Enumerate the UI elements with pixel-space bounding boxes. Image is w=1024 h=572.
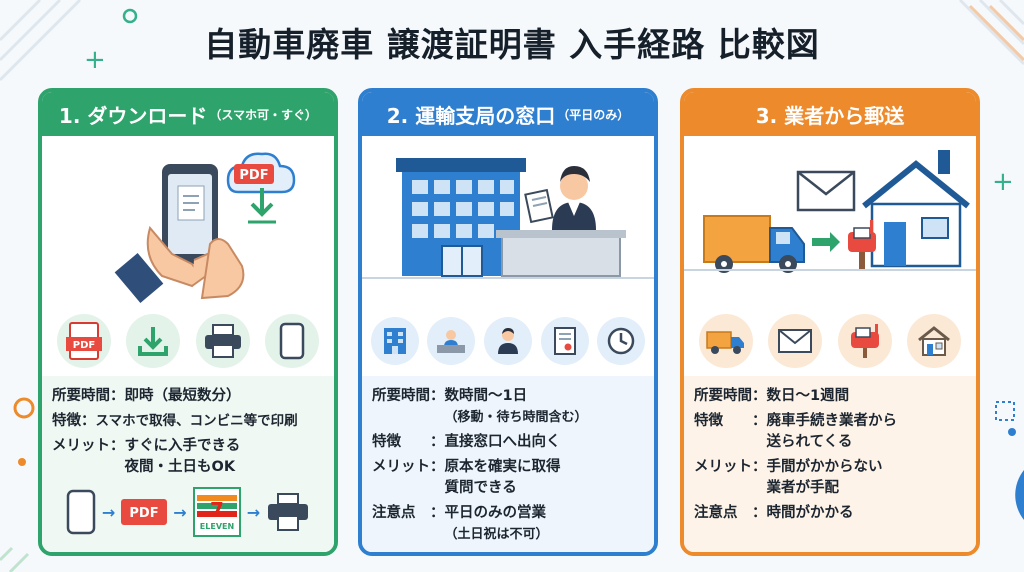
svg-text:+: + (84, 45, 106, 75)
card-header: 1. ダウンロード （スマホ可・すぐ） (42, 92, 334, 136)
info-value: 直接窓口へ出向く (444, 434, 561, 450)
info-value: 夜間・土日もOK (124, 459, 236, 475)
info-key: 注意点 ： (372, 505, 445, 521)
printer-icon (195, 314, 250, 368)
building-icon (370, 317, 419, 365)
info-value: （土日祝は不可） (444, 527, 549, 542)
house-icon (906, 314, 961, 368)
card-title: 1. ダウンロード (58, 103, 208, 128)
info-panel: 所要時間： 数日〜1週間 特徴 ： 廃車手続き業者から 送られてくる メリット：… (684, 376, 976, 552)
card-download: 1. ダウンロード （スマホ可・すぐ） PDF PDF (38, 88, 338, 556)
info-value: 数時間〜1日 (444, 388, 528, 404)
arrow-icon: → (173, 502, 187, 522)
pdf-icon: PDF (121, 499, 168, 525)
info-value: 手間がかからない (766, 459, 883, 475)
card-mail-delivery: 3. 業者から郵送 (680, 88, 980, 556)
reception-icon (427, 317, 476, 365)
truck-icon (699, 314, 754, 368)
info-key: メリット： (694, 459, 767, 475)
info-key: 所要時間： (694, 388, 767, 404)
info-value: スマホで取得、コンビニ等で印刷 (95, 413, 298, 429)
info-key: メリット： (52, 438, 125, 454)
info-value: 数日〜1週間 (766, 388, 850, 404)
pdf-icon-label: PDF (73, 340, 95, 351)
info-row-time: 所要時間： 即時（最短数分） (52, 386, 324, 407)
icon-row (362, 310, 654, 372)
staff-icon (483, 317, 532, 365)
info-value: 業者が手配 (766, 480, 840, 496)
info-value: 送られてくる (766, 434, 853, 450)
office-counter-illustration (362, 158, 654, 279)
clock-icon (597, 317, 646, 365)
phone-icon (66, 489, 96, 535)
card-subtitle: （平日のみ） (557, 107, 630, 122)
svg-text:+: + (992, 167, 1014, 197)
card-transport-office: 2. 運輸支局の窓口 （平日のみ） (358, 88, 658, 556)
info-key: 特徴 ： (694, 413, 767, 429)
info-row-feature: 特徴 ： 直接窓口へ出向く (372, 432, 644, 453)
card-header: 3. 業者から郵送 (684, 92, 976, 136)
mailbox-icon (837, 314, 892, 368)
info-row-feature: 特徴： スマホで取得、コンビニ等で印刷 (52, 411, 324, 432)
info-row-caution: 注意点 ： 平日のみの営業 （土日祝は不可） (372, 503, 644, 545)
pdf-icon: PDF (57, 314, 112, 368)
info-panel: 所要時間： 数時間〜1日 （移動・待ち時間含む） 特徴 ： 直接窓口へ出向く メ… (362, 376, 654, 552)
info-value: 平日のみの営業 (444, 505, 547, 521)
info-value: （移動・待ち時間含む） (444, 410, 588, 425)
envelope-icon (768, 314, 823, 368)
info-value: すぐに入手できる (124, 438, 241, 454)
info-row-feature: 特徴 ： 廃車手続き業者から 送られてくる (694, 411, 966, 453)
card-title: 3. 業者から郵送 (755, 103, 905, 128)
info-key: 特徴： (52, 413, 96, 429)
flow-pdf-label: PDF (130, 506, 159, 521)
info-row-time: 所要時間： 数時間〜1日 （移動・待ち時間含む） (372, 386, 644, 428)
info-key: 注意点 ： (694, 505, 767, 521)
arrow-icon: → (101, 502, 116, 522)
certificate-icon (540, 317, 589, 365)
hero-pdf-label: PDF (239, 168, 268, 183)
info-value: 原本を確実に取得 (444, 459, 561, 475)
card-header: 2. 運輸支局の窓口 （平日のみ） (362, 92, 654, 136)
smartphone-download-illustration: PDF (114, 152, 296, 303)
info-value: 質問できる (444, 480, 517, 496)
download-icon (126, 314, 181, 368)
info-key: 所要時間： (372, 388, 445, 404)
card-subtitle: （スマホ可・すぐ） (209, 107, 318, 122)
card-title: 2. 運輸支局の窓口 (386, 103, 556, 128)
mail-delivery-illustration (684, 150, 976, 273)
info-value: 廃車手続き業者から (766, 413, 898, 429)
page-title: 自動車廃車 譲渡証明書 入手経路 比較図 (204, 25, 820, 64)
info-row-caution: 注意点 ： 時間がかかる (694, 503, 966, 524)
svg-text:7: 7 (210, 498, 224, 522)
info-row-merit: メリット： 手間がかからない 業者が手配 (694, 457, 966, 499)
store-label: ELEVEN (200, 522, 234, 531)
info-key: 所要時間： (52, 388, 125, 404)
info-value: 即時（最短数分） (124, 388, 241, 404)
info-row-merit: メリット： 原本を確実に取得 質問できる (372, 457, 644, 499)
info-key: 特徴 ： (372, 434, 445, 450)
printer-icon (268, 493, 309, 531)
info-value: 時間がかかる (766, 505, 854, 521)
arrow-icon: → (246, 502, 261, 522)
info-row-time: 所要時間： 数日〜1週間 (694, 386, 966, 407)
icon-row (684, 310, 976, 372)
phone-icon (264, 314, 319, 368)
info-row-merit: メリット： すぐに入手できる 夜間・土日もOK (52, 436, 324, 478)
info-key: メリット： (372, 459, 445, 475)
icon-row: PDF (42, 310, 334, 372)
